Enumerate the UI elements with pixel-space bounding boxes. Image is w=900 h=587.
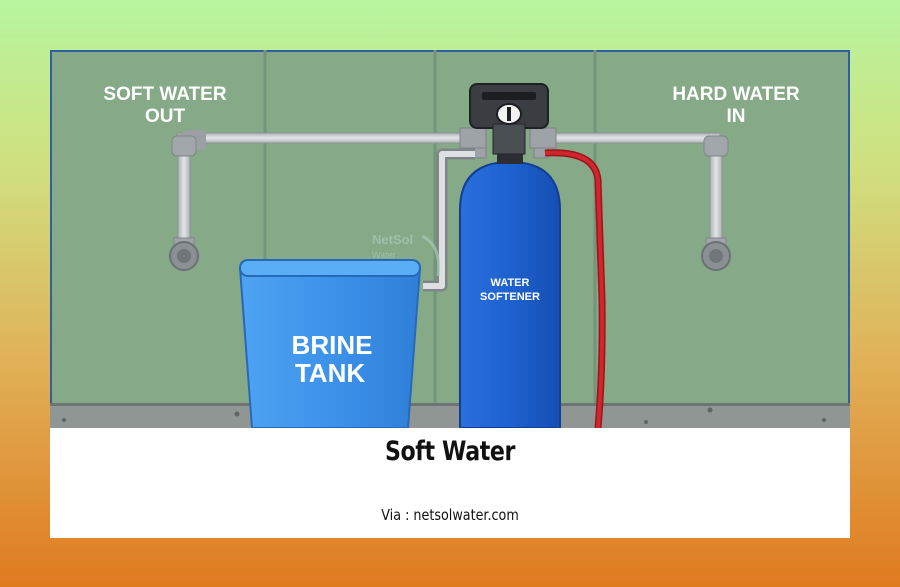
brine-tank-label-line1: BRINE: [292, 330, 373, 360]
brine-tank-label-line2: TANK: [295, 358, 366, 388]
floor-speck: [707, 407, 713, 413]
caption-title: Soft Water: [384, 436, 516, 467]
floor-speck: [234, 411, 240, 417]
pipe-fitting: [529, 127, 557, 149]
floor: [50, 403, 850, 428]
hard-water-in-label-line1: HARD WATER: [672, 84, 800, 105]
water-softener-tank: WATER SOFTENER: [459, 150, 561, 428]
soft-water-out-pipe: [169, 130, 479, 271]
pipe-fitting: [459, 127, 487, 149]
floor-speck: [62, 418, 66, 422]
watermark-swoosh-icon: [421, 234, 441, 277]
softener-label-line2: SOFTENER: [480, 291, 540, 303]
hard-water-in-pipe: [539, 132, 731, 271]
watermark-line1: NetSol: [372, 232, 413, 247]
floor-edge: [50, 403, 850, 406]
soft-water-out-label-line2: OUT: [145, 106, 186, 127]
caption-source: Via : netsolwater.com: [381, 506, 519, 524]
floor-speck: [822, 418, 826, 422]
brine-tank: BRINE TANK: [238, 259, 422, 428]
figure-card: NetSol Water BRINE TANK WATER SOFTENER S…: [50, 50, 850, 538]
floor-speck: [644, 420, 648, 424]
control-valve: [469, 83, 549, 155]
softener-label-line1: WATER: [491, 277, 530, 289]
hard-water-in-label-line2: IN: [727, 106, 746, 127]
soft-water-out-label-line1: SOFT WATER: [103, 84, 226, 105]
water-softener-illustration: NetSol Water BRINE TANK WATER SOFTENER S…: [50, 50, 850, 428]
watermark-line2: Water: [372, 250, 396, 260]
